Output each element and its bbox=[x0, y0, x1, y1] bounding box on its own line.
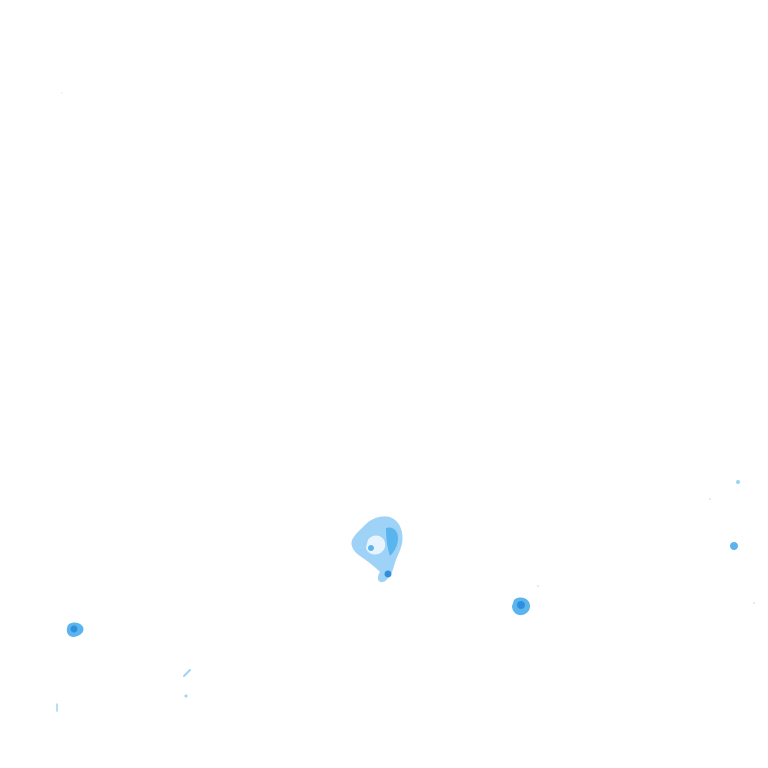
central-cell-tail-2 bbox=[381, 576, 387, 582]
trace-dot-2 bbox=[709, 498, 711, 500]
central-cell-spot bbox=[368, 545, 374, 551]
west-storm-cell bbox=[66, 622, 84, 637]
west-cell-core bbox=[70, 625, 78, 633]
southwest-trace-echoes bbox=[56, 669, 191, 712]
central-cell-core bbox=[386, 527, 398, 556]
trace-dot-4 bbox=[537, 585, 539, 587]
far-east-cell bbox=[730, 542, 738, 550]
east-cell-core bbox=[517, 601, 525, 609]
trace-dot-1 bbox=[184, 694, 188, 698]
scattered-trace-echoes bbox=[61, 92, 755, 604]
far-east-trace bbox=[736, 480, 740, 484]
east-storm-cell bbox=[512, 597, 531, 616]
central-storm-cell bbox=[351, 516, 403, 583]
trace-dot-3 bbox=[753, 602, 755, 604]
far-east-storm-cell bbox=[730, 480, 740, 550]
trace-streak-1 bbox=[183, 669, 191, 677]
central-cell-tail bbox=[384, 570, 392, 578]
trace-dot-5 bbox=[61, 92, 63, 94]
